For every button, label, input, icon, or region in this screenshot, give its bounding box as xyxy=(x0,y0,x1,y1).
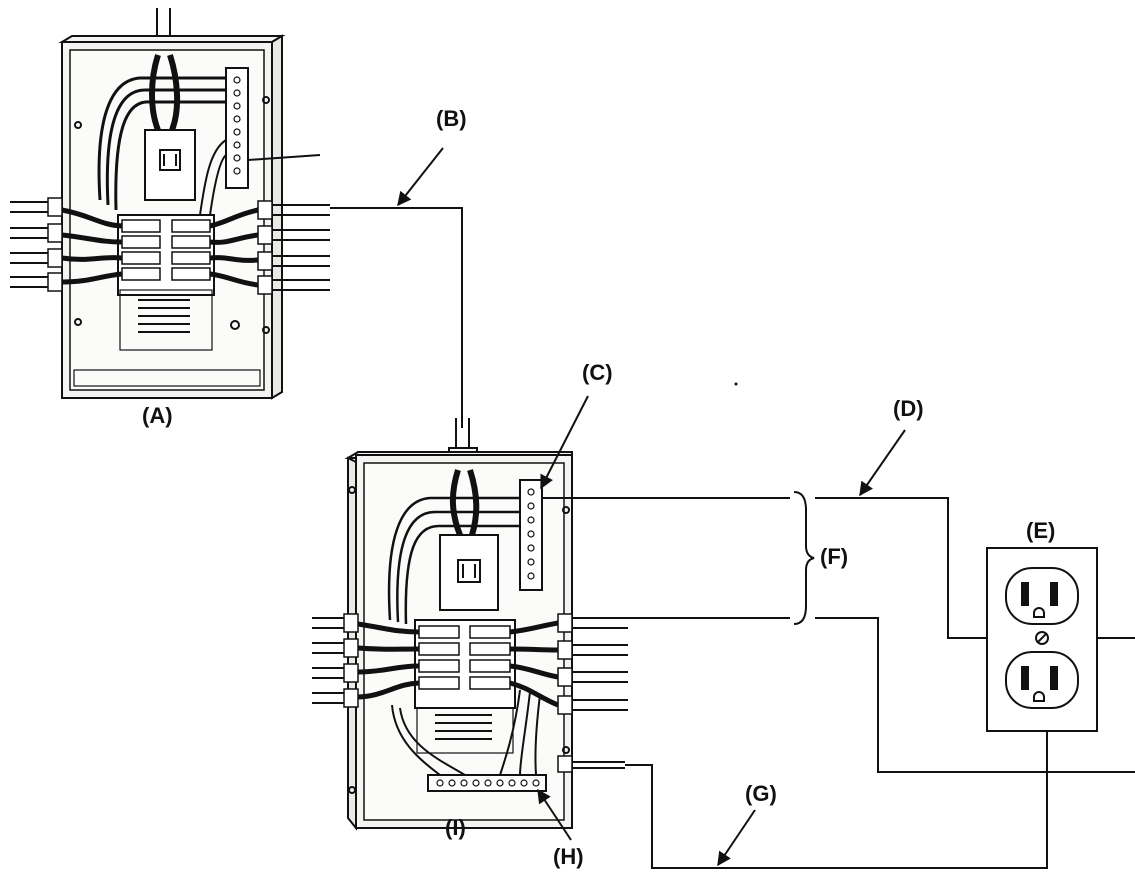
label-i: (I) xyxy=(445,817,466,839)
main-panel-a xyxy=(10,8,330,398)
label-b: (B) xyxy=(436,108,467,130)
label-e: (E) xyxy=(1026,520,1055,542)
arrow-b xyxy=(398,148,443,205)
subpanel-i xyxy=(312,418,628,828)
label-g: (G) xyxy=(745,783,777,805)
brace-f xyxy=(794,492,814,624)
feeder-cable-b xyxy=(330,208,462,428)
arrow-d xyxy=(860,430,905,495)
label-c: (C) xyxy=(582,362,613,384)
duplex-outlet-e xyxy=(987,548,1097,731)
label-h: (H) xyxy=(553,846,584,868)
arrow-g xyxy=(718,810,755,865)
label-d: (D) xyxy=(893,398,924,420)
label-a: (A) xyxy=(142,405,173,427)
label-f: (F) xyxy=(820,546,848,568)
